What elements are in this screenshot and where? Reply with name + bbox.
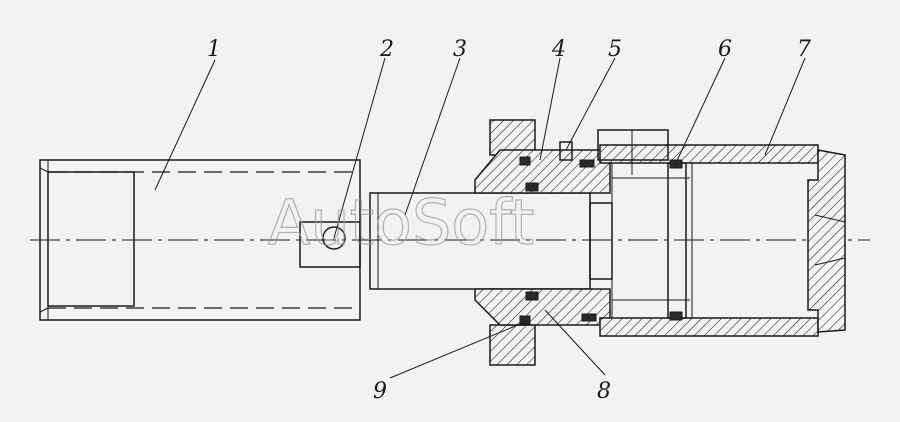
callout-3: 3	[453, 37, 467, 62]
part-4-gland	[474, 119, 611, 366]
callout-4: 4	[551, 37, 566, 62]
callout-8: 8	[597, 379, 611, 404]
part-5-screw	[559, 141, 573, 161]
callout-9: 9	[373, 379, 387, 404]
part-2-pin	[299, 221, 361, 268]
part-7-cylinder	[597, 129, 846, 337]
callout-6: 6	[718, 37, 732, 62]
callout-2: 2	[379, 37, 394, 62]
part-1-body	[39, 159, 361, 321]
callout-7: 7	[797, 37, 811, 62]
callout-5: 5	[608, 37, 622, 62]
callout-1: 1	[207, 37, 221, 62]
watermark: AutoSoft	[268, 186, 534, 259]
leader-lines	[154, 57, 806, 379]
